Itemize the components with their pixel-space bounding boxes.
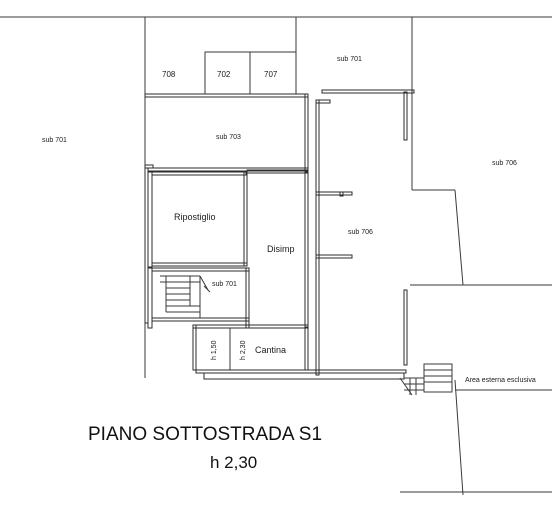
ripostiglio-label: Ripostiglio xyxy=(174,212,216,222)
cantina-label: Cantina xyxy=(255,345,286,355)
room-708-label: 708 xyxy=(162,70,176,79)
sub701-stair-label: sub 701 xyxy=(212,281,237,288)
room-702-label: 702 xyxy=(217,70,231,79)
sub706-center-label: sub 706 xyxy=(348,229,373,236)
plan-title: PIANO SOTTOSTRADA S1 xyxy=(88,424,322,445)
room-707-label: 707 xyxy=(264,70,278,79)
height-230-small-label: h 2,30 xyxy=(240,340,247,360)
plan-height: h 2,30 xyxy=(210,453,257,472)
sub703-label: sub 703 xyxy=(216,134,241,141)
staircase xyxy=(160,275,211,318)
sub706-right-label: sub 706 xyxy=(492,160,517,167)
height-150-label: h 1,50 xyxy=(211,340,218,360)
outdoor-stair xyxy=(399,363,453,396)
disimp-label: Disimp xyxy=(267,244,295,254)
boundary-lines xyxy=(0,16,552,496)
sub701-left-label: sub 701 xyxy=(42,137,67,144)
area-esterna-label: Area esterna esclusiva xyxy=(465,377,536,384)
walls xyxy=(144,89,415,380)
sub701-top-label: sub 701 xyxy=(337,56,362,63)
